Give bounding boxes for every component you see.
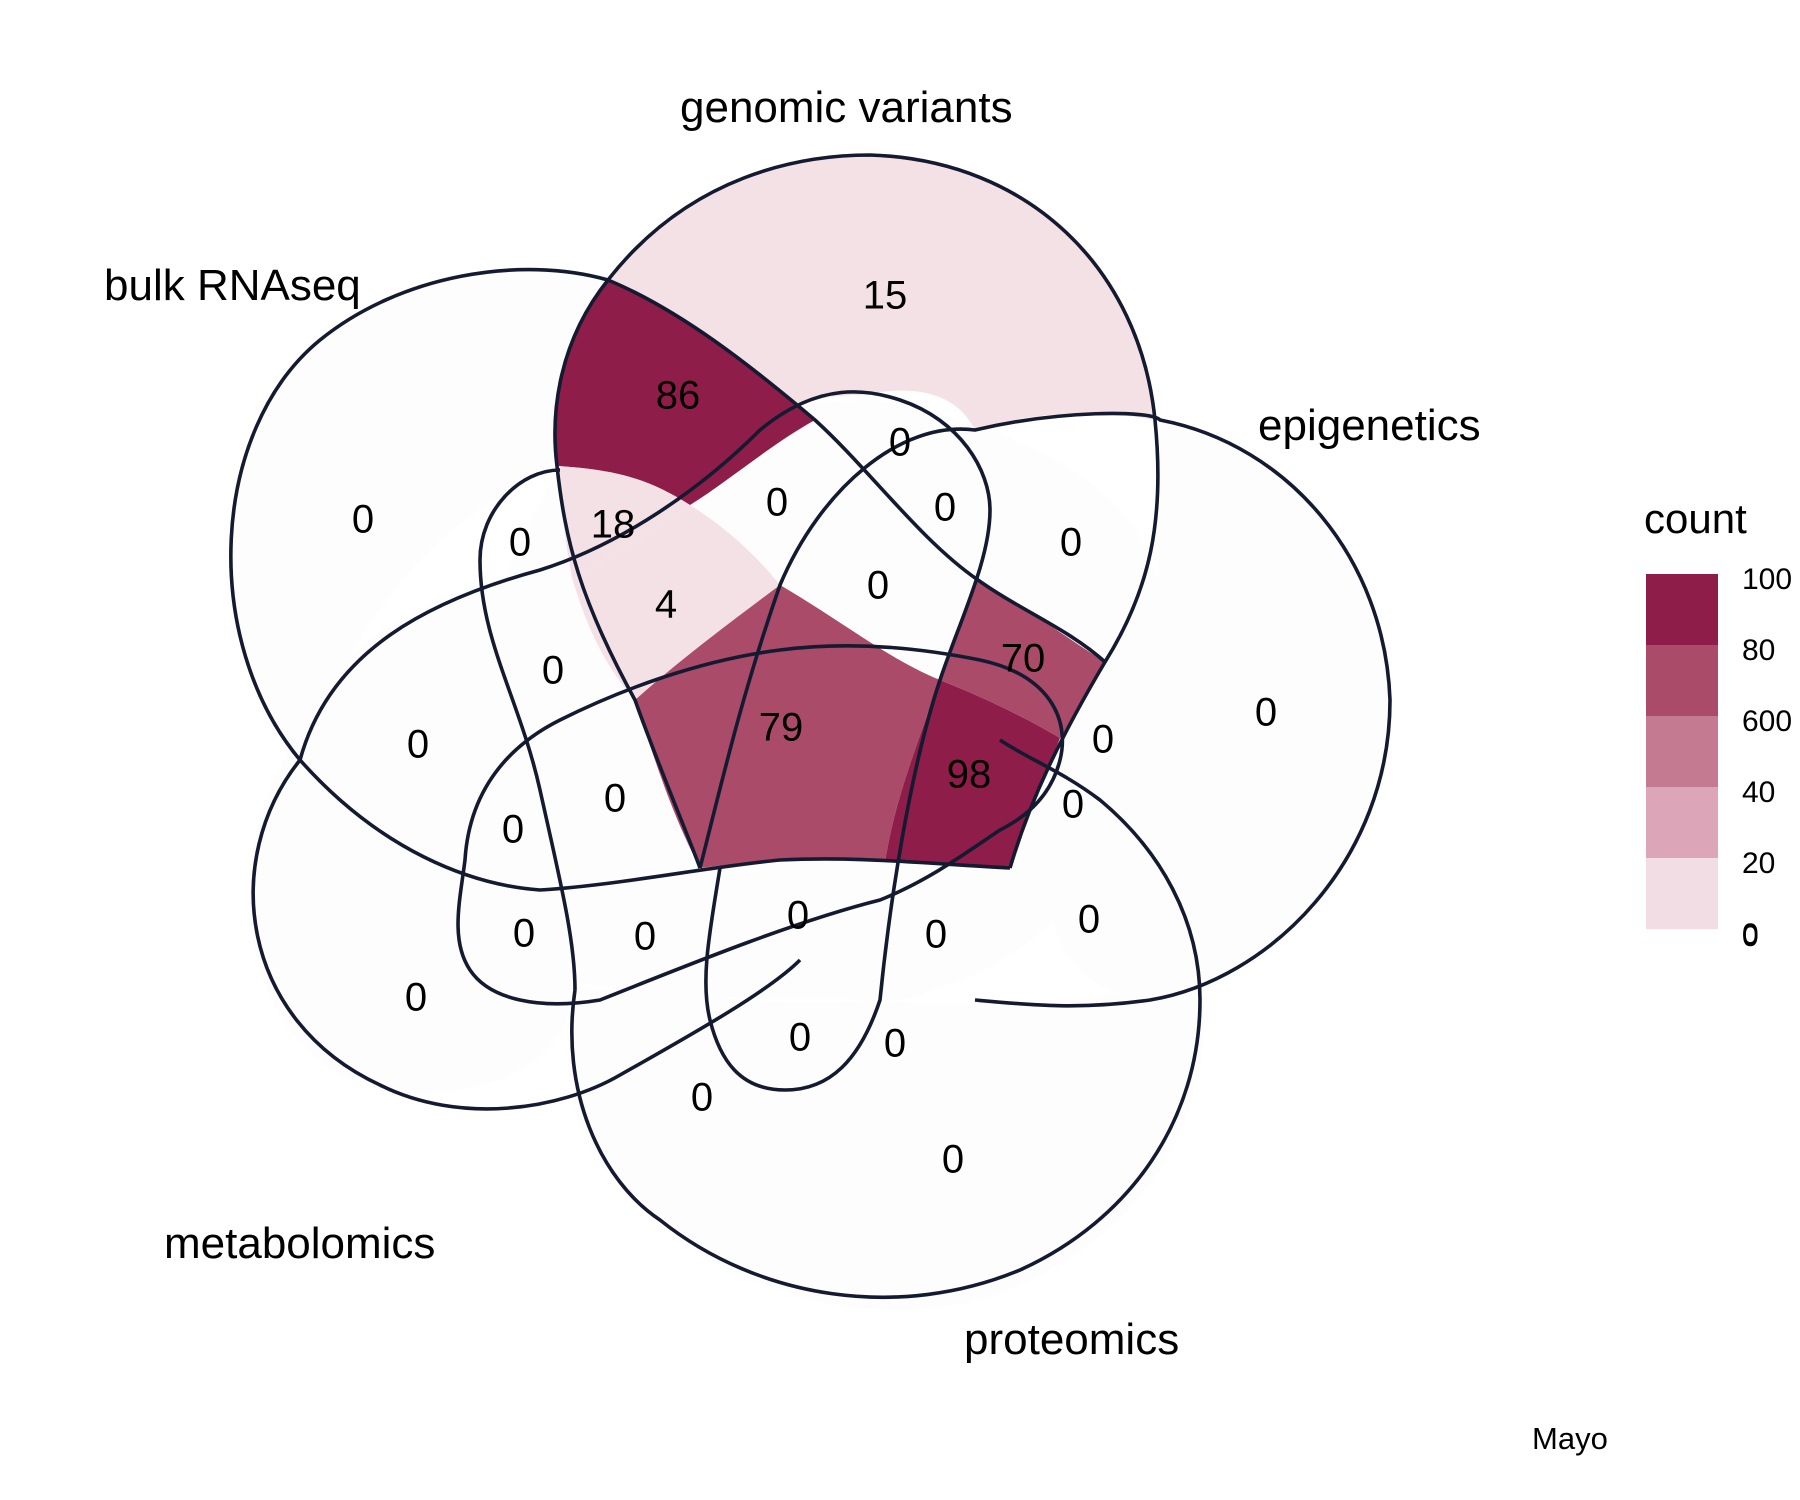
- count-zero: 0: [352, 498, 374, 542]
- count-zero: 0: [1255, 691, 1277, 735]
- count-genomic-only: 15: [863, 274, 908, 318]
- region-all-five: [635, 585, 940, 868]
- count-zero: 0: [867, 564, 889, 608]
- count-zero: 0: [884, 1022, 906, 1066]
- count-genomic-bulk: 86: [656, 374, 701, 418]
- legend-color-bar: [1646, 574, 1718, 933]
- count-zero: 0: [604, 777, 626, 821]
- outline-genomic-inner: [553, 278, 702, 869]
- count-zero: 0: [766, 481, 788, 525]
- outline-genomic-variants: [606, 153, 1160, 869]
- count-zero: 0: [1092, 718, 1114, 762]
- count-zero: 0: [889, 421, 911, 465]
- legend-tick: 0: [1742, 920, 1759, 953]
- count-zero: 0: [502, 808, 524, 852]
- count-zero: 0: [789, 1016, 811, 1060]
- legend-tick: 600: [1742, 705, 1792, 738]
- legend-swatch: [1646, 645, 1718, 716]
- legend-swatch: [1646, 716, 1718, 787]
- count-zero: 0: [405, 976, 427, 1020]
- set-outlines: [229, 153, 1392, 1300]
- count-zero: 0: [787, 894, 809, 938]
- set-label-epigenetics: epigenetics: [1258, 401, 1481, 450]
- outline-epigenetics: [698, 411, 1392, 1008]
- region-genomic-bulk: [554, 280, 815, 505]
- legend-tick: 80: [1742, 634, 1775, 667]
- outline-bulk-lower: [298, 758, 1011, 892]
- legend-swatch: [1646, 574, 1718, 645]
- count-zero: 0: [1062, 783, 1084, 827]
- outline-proteomics: [456, 644, 1065, 1006]
- legend-tick: 100: [1742, 563, 1792, 596]
- count-genomic-bulk-meta: 18: [591, 503, 636, 547]
- legend-swatch: [1646, 929, 1718, 933]
- outline-metabolomics: [298, 390, 992, 1092]
- region-genomic-bulk-meta-epi: [572, 505, 780, 700]
- count-zero: 0: [407, 723, 429, 767]
- count-zero: 0: [942, 1138, 964, 1182]
- count-genomic-epi-bulk: 70: [1001, 637, 1046, 681]
- count-zero: 0: [513, 912, 535, 956]
- legend-tick: 40: [1742, 776, 1775, 809]
- count-zero: 0: [1060, 521, 1082, 565]
- outline-bulk-rnaseq-loop: [478, 468, 577, 991]
- count-zero: 0: [542, 649, 564, 693]
- legend-tick: 0: [1742, 918, 1759, 951]
- legend-swatch: [1646, 787, 1718, 858]
- set-label-proteomics: proteomics: [964, 1315, 1179, 1364]
- outline-proteomics-outer: [570, 738, 1202, 1300]
- zero-counts: 0 0 0 0 0 0 0 0 0 0 0 0 0 0 0 0 0 0 0 0 …: [352, 421, 1277, 1182]
- set-labels: genomic variants bulk RNAseq epigenetics…: [104, 83, 1481, 1364]
- legend-title: count: [1644, 495, 1747, 542]
- count-zero: 0: [509, 521, 531, 565]
- count-all-five: 79: [759, 706, 804, 750]
- bulk-rnaseq-fill: [230, 269, 610, 760]
- count-zero: 0: [691, 1076, 713, 1120]
- legend: count 100 80 600 40 20 0 0: [1644, 495, 1792, 953]
- set-label-genomic-variants: genomic variants: [680, 83, 1013, 132]
- set-label-bulk-rnaseq: bulk RNAseq: [104, 261, 361, 310]
- region-counts: 15 86 18 4 79 98 70: [591, 274, 1046, 797]
- count-zero: 0: [634, 915, 656, 959]
- legend-tick: 20: [1742, 847, 1775, 880]
- count-zero: 0: [925, 913, 947, 957]
- set-label-metabolomics: metabolomics: [164, 1219, 435, 1268]
- count-zero: 0: [1078, 898, 1100, 942]
- outline-metabolomics-outer: [251, 758, 802, 1111]
- count-zero: 0: [934, 486, 956, 530]
- region-genomic-epi-bulk: [940, 580, 1105, 738]
- credit-caption: Mayo: [1532, 1421, 1608, 1456]
- legend-swatch: [1646, 858, 1718, 929]
- count-genomic-epi-bulk-prot: 98: [947, 753, 992, 797]
- count-genomic-bulk-meta-epi: 4: [655, 583, 677, 627]
- epigenetics-fill: [1040, 420, 1390, 1000]
